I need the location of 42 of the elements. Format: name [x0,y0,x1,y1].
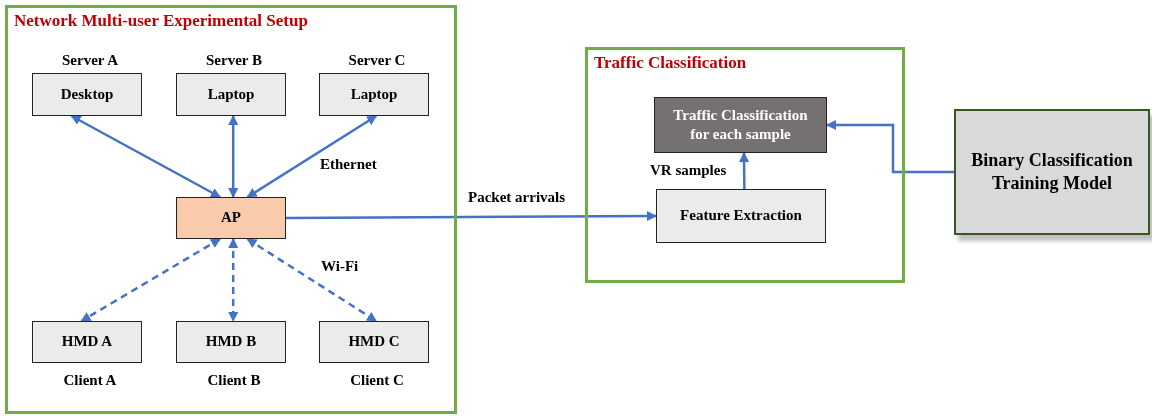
process-box [176,197,286,239]
node-label: HMD B [205,332,257,352]
process-box [32,321,142,363]
group-title: Traffic Classification [594,52,747,74]
node-label: Laptop [350,84,398,104]
process-box [319,73,429,116]
process-box [176,73,286,116]
process-box [319,321,429,363]
arrow [228,115,239,198]
node-caption: Client C [349,372,405,389]
process-box [954,109,1150,235]
link-type-label: Wi-Fi [321,258,359,275]
arrow [80,237,221,323]
node-label: AP [221,208,241,228]
edge-label: VR samples [648,162,729,179]
group-frame [585,47,905,283]
node-label: Laptop [207,84,255,104]
arrow [228,238,239,322]
node-caption: Server C [347,52,407,69]
node-caption: Client B [206,372,262,389]
link-type-label: Ethernet [320,156,377,173]
process-box [32,73,142,116]
node-label: Traffic Classification for each sample [672,105,809,144]
process-box [656,189,826,243]
group-frame [5,5,457,414]
process-box [176,321,286,363]
node-caption: Server A [61,52,119,69]
arrow [246,114,378,199]
node-label: HMD A [61,332,113,352]
node-label: Feature Extraction [680,206,802,226]
arrow [70,114,221,199]
node-caption: Client A [62,372,118,389]
arrow [826,120,954,174]
arrow [286,211,657,222]
node-label: Binary Classification Training Model [970,148,1134,195]
arrow [246,237,378,323]
node-label: HMD C [348,332,400,352]
node-caption: Server B [205,52,263,69]
node-label: Desktop [60,84,114,104]
arrow [739,152,750,189]
group-title: Network Multi-user Experimental Setup [14,10,308,32]
process-box [654,97,827,153]
